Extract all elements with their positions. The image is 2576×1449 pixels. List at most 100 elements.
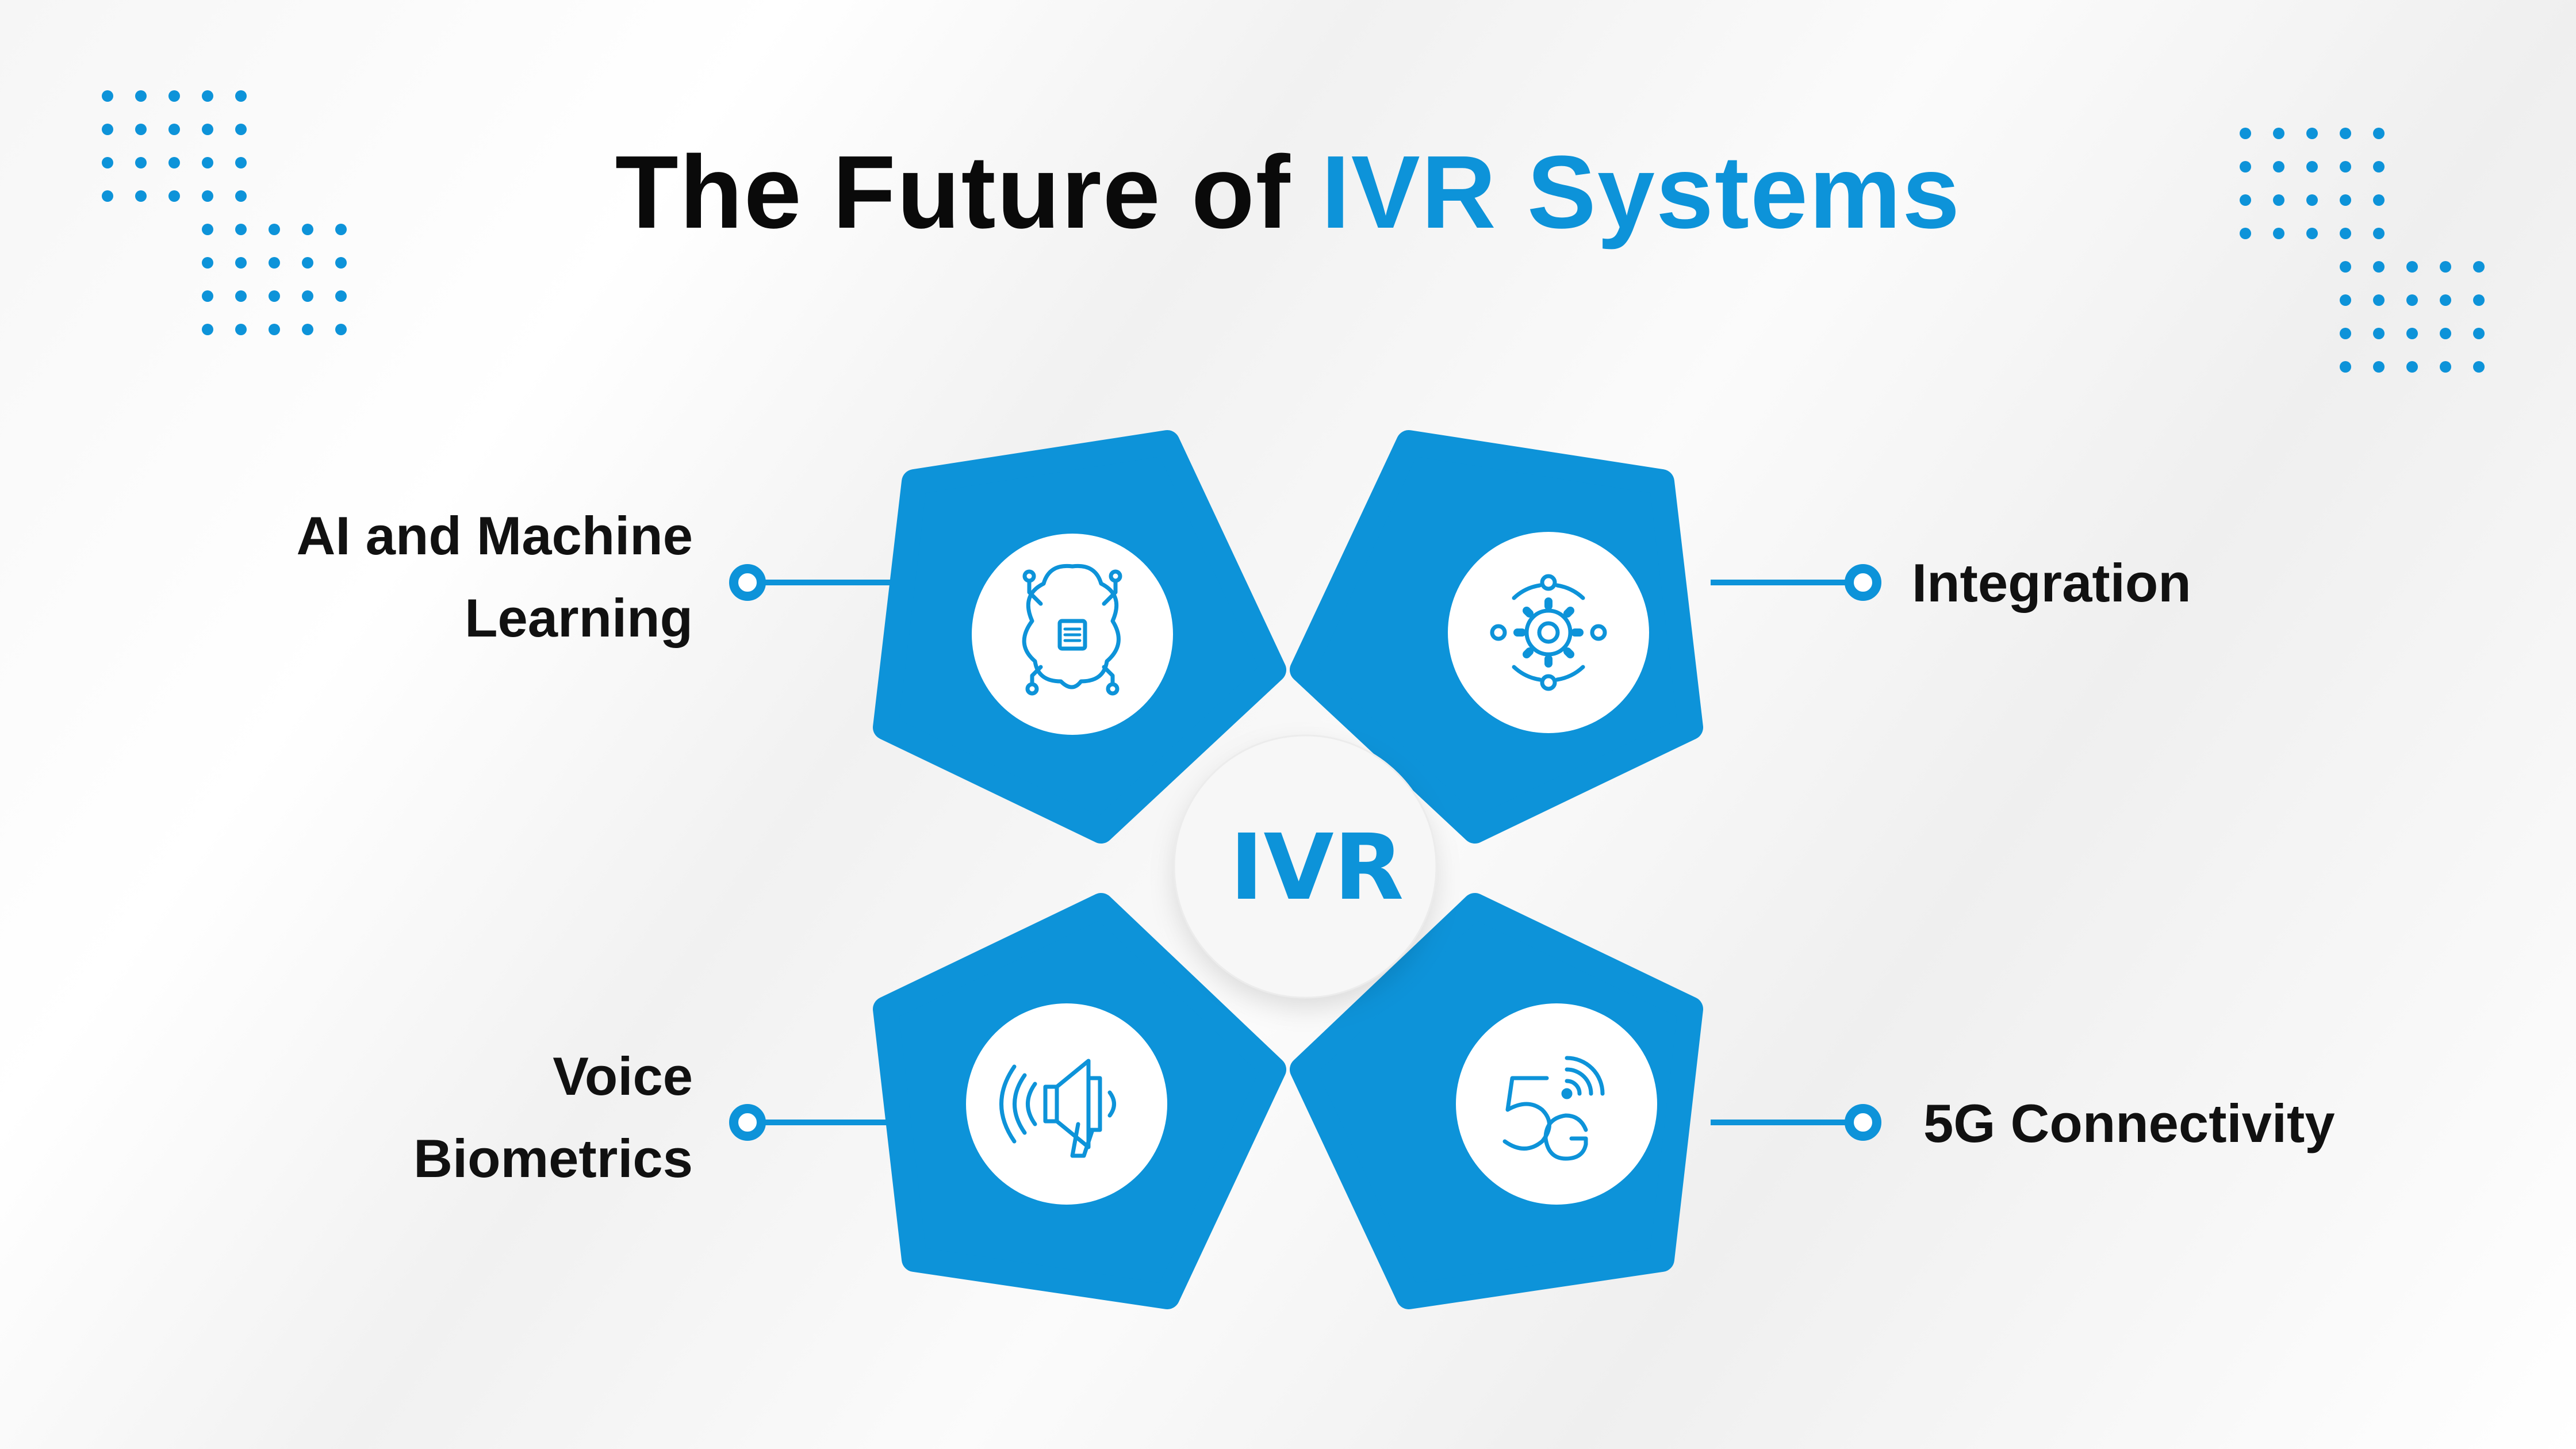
label-ai-machine-learning: AI and Machine Learning bbox=[297, 494, 693, 659]
connector-node-ai bbox=[729, 564, 766, 601]
decorative-dot bbox=[335, 224, 347, 235]
decorative-dot bbox=[202, 290, 213, 302]
decorative-dot bbox=[2340, 161, 2351, 172]
decorative-dot bbox=[2273, 161, 2284, 172]
decorative-dot bbox=[2373, 361, 2385, 373]
connector-node-integration bbox=[1845, 564, 1881, 601]
label-voice-line-1: Voice bbox=[553, 1046, 693, 1106]
gear-network-icon bbox=[1490, 574, 1607, 691]
decorative-dot bbox=[2273, 128, 2284, 139]
decorative-dot bbox=[202, 190, 213, 202]
center-circle bbox=[1174, 735, 1436, 998]
decorative-dot bbox=[135, 190, 147, 202]
decorative-dot bbox=[335, 257, 347, 269]
decorative-dot bbox=[135, 124, 147, 135]
connector-node-5g bbox=[1845, 1104, 1881, 1141]
decorative-dot bbox=[2240, 128, 2251, 139]
decorative-dot bbox=[202, 90, 213, 102]
decorative-dot bbox=[2406, 294, 2418, 306]
page-title: The Future of IVR Systems bbox=[0, 129, 2576, 256]
megaphone-voice-icon bbox=[999, 1059, 1116, 1158]
label-integration: Integration bbox=[1912, 542, 2191, 624]
decorative-dot bbox=[2306, 161, 2318, 172]
icon-circle-5g bbox=[1456, 1003, 1657, 1205]
decorative-dot bbox=[2440, 361, 2451, 373]
decorative-dot bbox=[2340, 294, 2351, 306]
decorative-dot bbox=[269, 324, 280, 335]
decorative-dot bbox=[168, 124, 180, 135]
decorative-dot bbox=[2373, 128, 2385, 139]
decorative-dot bbox=[202, 124, 213, 135]
decorative-dot bbox=[2240, 194, 2251, 206]
decorative-dot bbox=[2473, 328, 2485, 339]
decorative-dot bbox=[2440, 261, 2451, 273]
label-voice-line-2: Biometrics bbox=[413, 1128, 693, 1189]
icon-circle-integration bbox=[1448, 532, 1649, 733]
decorative-dot bbox=[168, 90, 180, 102]
decorative-dot bbox=[2406, 361, 2418, 373]
decorative-dot bbox=[2340, 228, 2351, 239]
label-voice-biometrics: Voice Biometrics bbox=[413, 1035, 693, 1199]
decorative-dot bbox=[102, 124, 113, 135]
decorative-dot bbox=[2473, 261, 2485, 273]
decorative-dot bbox=[302, 224, 313, 235]
page-title-main: The Future of bbox=[615, 135, 1321, 250]
decorative-dot bbox=[2340, 128, 2351, 139]
decorative-dot bbox=[269, 224, 280, 235]
decorative-dot bbox=[2440, 294, 2451, 306]
label-ai-line-2: Learning bbox=[465, 588, 693, 648]
5g-signal-icon bbox=[1502, 1056, 1605, 1161]
decorative-dot bbox=[235, 324, 247, 335]
brain-chip-icon bbox=[1022, 564, 1122, 696]
decorative-dots-top-left bbox=[102, 90, 347, 335]
decorative-dot bbox=[302, 257, 313, 269]
decorative-dot bbox=[335, 290, 347, 302]
decorative-dot bbox=[202, 157, 213, 168]
decorative-dot bbox=[102, 157, 113, 168]
decorative-dot bbox=[235, 257, 247, 269]
decorative-dot bbox=[2373, 261, 2385, 273]
decorative-dot bbox=[135, 157, 147, 168]
center-label: IVR bbox=[1230, 815, 1404, 921]
decorative-dot bbox=[2273, 194, 2284, 206]
decorative-dot bbox=[2373, 194, 2385, 206]
decorative-dot bbox=[2373, 328, 2385, 339]
decorative-dot bbox=[2406, 261, 2418, 273]
decorative-dot bbox=[202, 257, 213, 269]
decorative-dot bbox=[335, 324, 347, 335]
decorative-dot bbox=[2306, 128, 2318, 139]
decorative-dot bbox=[235, 290, 247, 302]
decorative-dot bbox=[2473, 361, 2485, 373]
decorative-dot bbox=[2273, 228, 2284, 239]
decorative-dot bbox=[135, 90, 147, 102]
decorative-dot bbox=[102, 190, 113, 202]
decorative-dot bbox=[2440, 328, 2451, 339]
label-5g-line-1: 5G Connectivity bbox=[1923, 1093, 2335, 1153]
icon-circle-voice bbox=[966, 1003, 1167, 1205]
decorative-dot bbox=[235, 224, 247, 235]
label-integration-line-1: Integration bbox=[1912, 553, 2191, 613]
decorative-dot bbox=[2306, 194, 2318, 206]
decorative-dot bbox=[2340, 361, 2351, 373]
decorative-dot bbox=[2306, 228, 2318, 239]
decorative-dot bbox=[202, 224, 213, 235]
decorative-dot bbox=[235, 157, 247, 168]
decorative-dot bbox=[302, 290, 313, 302]
decorative-dot bbox=[235, 90, 247, 102]
decorative-dot bbox=[269, 257, 280, 269]
decorative-dot bbox=[202, 324, 213, 335]
decorative-dot bbox=[235, 124, 247, 135]
decorative-dot bbox=[269, 290, 280, 302]
decorative-dot bbox=[2373, 228, 2385, 239]
decorative-dot bbox=[2473, 294, 2485, 306]
page-title-accent: IVR Systems bbox=[1321, 135, 1961, 250]
decorative-dot bbox=[168, 157, 180, 168]
decorative-dot bbox=[302, 324, 313, 335]
decorative-dot bbox=[2340, 328, 2351, 339]
decorative-dot bbox=[102, 90, 113, 102]
connector-node-voice bbox=[729, 1104, 766, 1141]
decorative-dot bbox=[2406, 328, 2418, 339]
decorative-dot bbox=[2373, 294, 2385, 306]
label-5g-connectivity: 5G Connectivity bbox=[1923, 1082, 2335, 1164]
